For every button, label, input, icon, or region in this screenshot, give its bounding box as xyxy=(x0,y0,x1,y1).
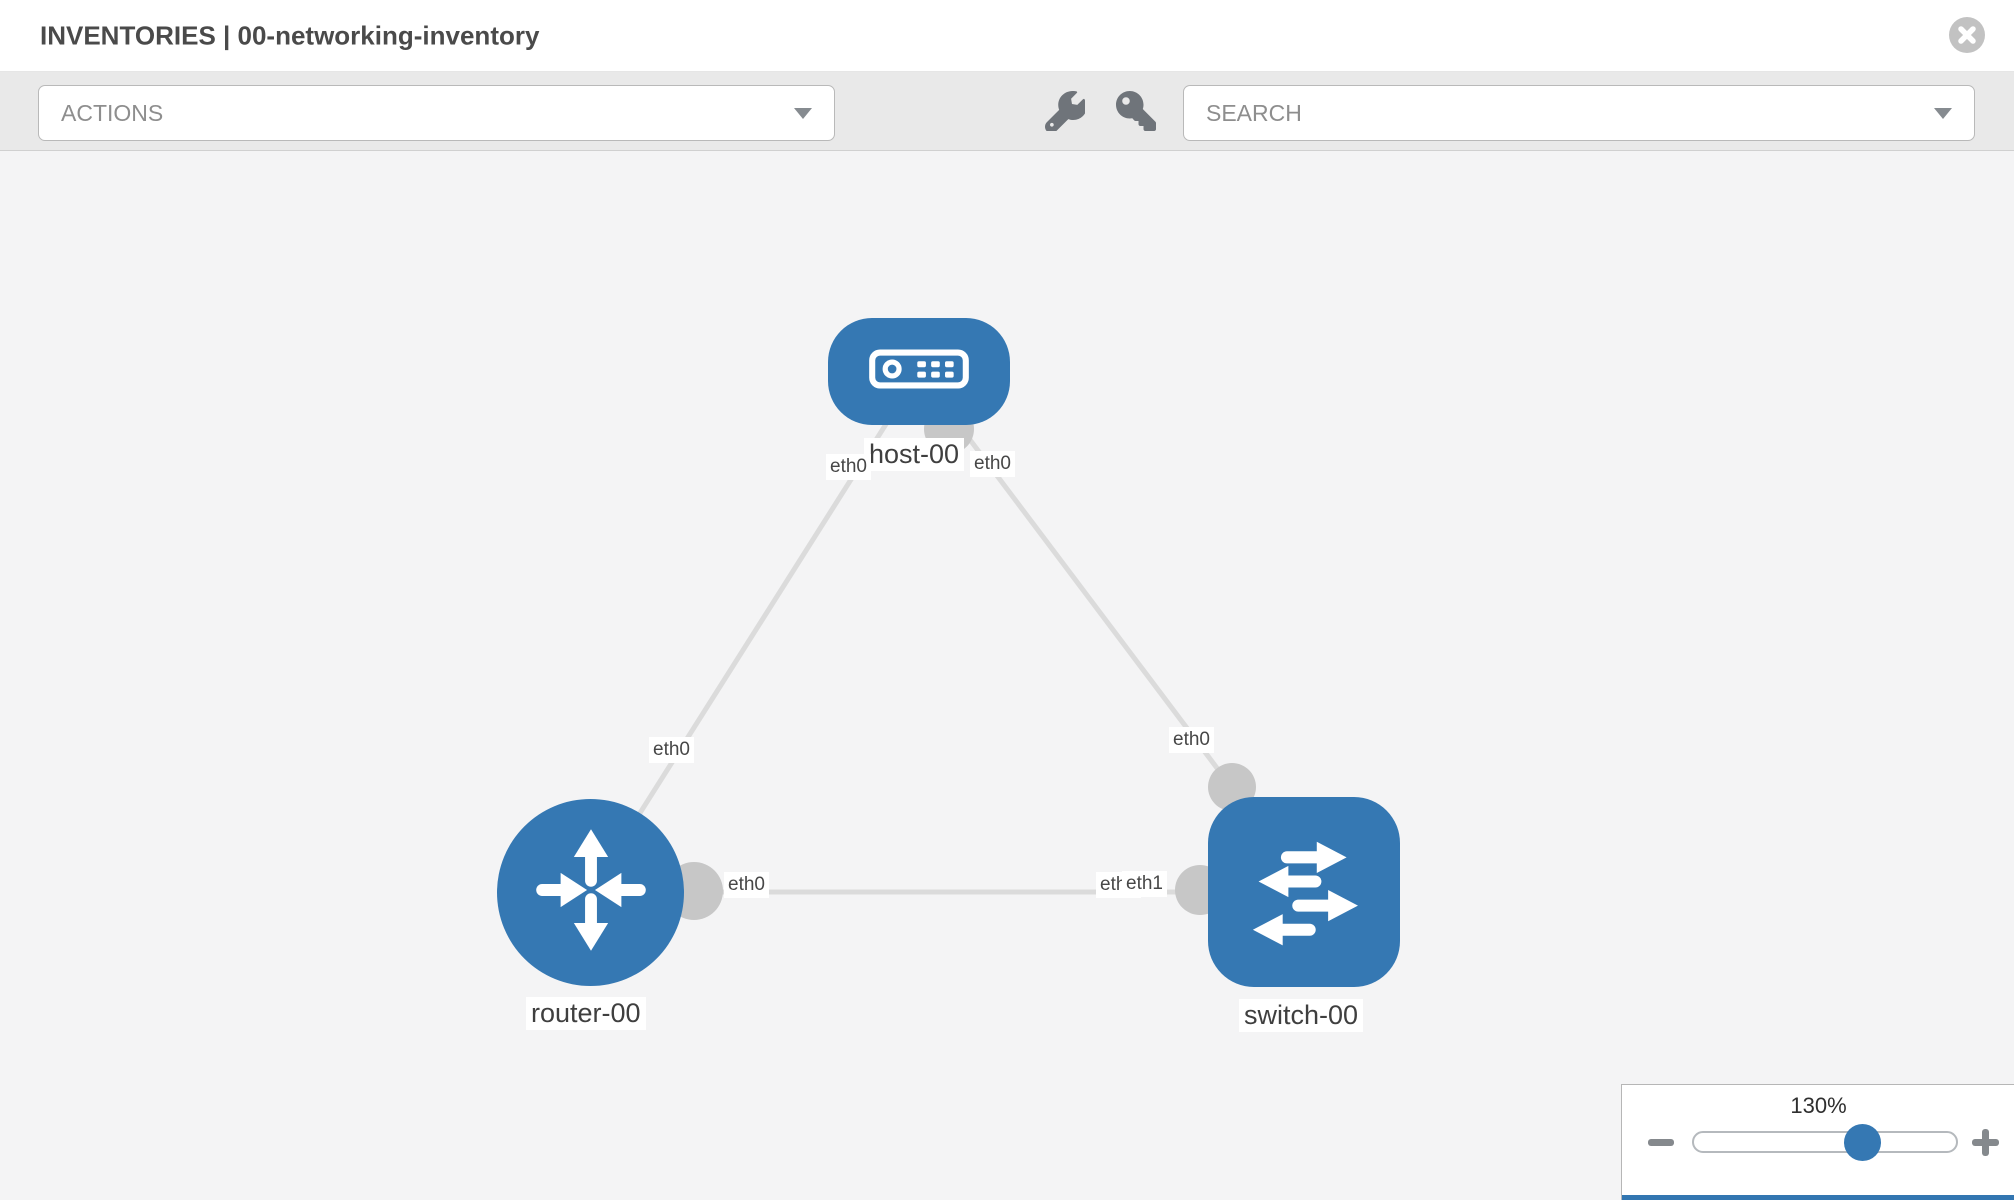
zoom-level-value: 130% xyxy=(1790,1093,1847,1118)
toolbar: ACTIONS SEARCH xyxy=(0,72,2014,151)
router-icon xyxy=(525,824,657,961)
port-label-switch-eth0-top: eth0 xyxy=(1169,727,1214,753)
zoom-panel: 130% xyxy=(1621,1084,2014,1200)
zoom-slider-thumb[interactable] xyxy=(1844,1124,1881,1161)
host-icon xyxy=(867,344,971,399)
close-button[interactable] xyxy=(1949,17,1985,53)
node-label-router: router-00 xyxy=(526,997,646,1031)
header-bar: INVENTORIES | 00-networking-inventory xyxy=(0,0,2014,72)
credentials-button[interactable] xyxy=(1116,91,1156,131)
actions-dropdown[interactable]: ACTIONS xyxy=(38,85,835,141)
node-label-switch: switch-00 xyxy=(1239,999,1364,1033)
node-router-00[interactable] xyxy=(497,799,684,986)
page-title: INVENTORIES | 00-networking-inventory xyxy=(40,20,540,50)
wrench-icon xyxy=(1045,90,1087,135)
actions-dropdown-label: ACTIONS xyxy=(61,99,164,126)
switch-icon xyxy=(1233,819,1375,966)
key-icon xyxy=(1116,91,1156,135)
port-label-router-eth0-top: eth0 xyxy=(649,737,694,763)
node-host-00[interactable] xyxy=(828,318,1010,425)
port-label-host-eth0-right: eth0 xyxy=(970,451,1015,477)
tools-button[interactable] xyxy=(1045,90,1087,134)
port-label-host-eth0-left: eth0 xyxy=(826,454,871,480)
chevron-down-icon xyxy=(794,107,812,119)
chevron-down-icon xyxy=(1934,107,1952,119)
zoom-in-button[interactable] xyxy=(1972,1129,1999,1156)
zoom-slider-track[interactable] xyxy=(1692,1131,1958,1153)
search-dropdown-label: SEARCH xyxy=(1206,99,1302,126)
node-label-host: host-00 xyxy=(864,438,965,472)
panel-accent-strip xyxy=(1622,1195,2014,1200)
link-host-switch[interactable] xyxy=(917,370,1234,790)
port-label-switch-eth1: eth1 xyxy=(1122,871,1167,897)
node-switch-00[interactable] xyxy=(1208,797,1400,987)
port-label-router-eth0-right: eth0 xyxy=(724,872,769,898)
zoom-out-button[interactable] xyxy=(1648,1139,1674,1146)
search-dropdown[interactable]: SEARCH xyxy=(1183,85,1975,141)
